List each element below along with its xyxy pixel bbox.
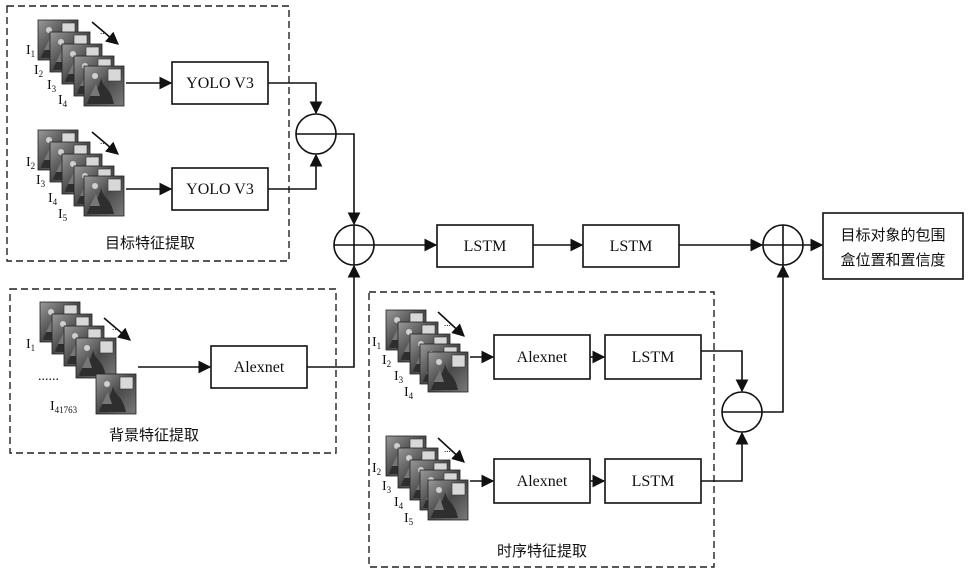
alexnet-label-temporal-top: Alexnet — [517, 349, 568, 366]
image-stack-target-bottom: I2 I3 I4 I5 ... — [26, 130, 124, 223]
svg-text:I2: I2 — [382, 353, 391, 369]
svg-text:I5: I5 — [404, 511, 414, 527]
svg-text:I3: I3 — [47, 78, 57, 94]
svg-text:...: ... — [444, 444, 451, 454]
svg-text:I5: I5 — [58, 207, 68, 223]
yolo-v3-label-bottom: YOLO V3 — [186, 181, 254, 198]
svg-text:I1: I1 — [372, 335, 381, 351]
alexnet-label-temporal-bottom: Alexnet — [517, 473, 568, 490]
svg-text:I41763: I41763 — [50, 399, 78, 415]
lstm-label-main-2: LSTM — [610, 238, 653, 255]
alexnet-label-background: Alexnet — [234, 359, 285, 376]
lstm-label-temporal-bottom: LSTM — [632, 473, 675, 490]
output-block — [823, 213, 963, 279]
output-label-line-2: 盒位置和置信度 — [840, 251, 945, 269]
background-group-caption: 背景特征提取 — [109, 426, 199, 444]
merge-operator-target — [296, 114, 336, 154]
svg-text:I1: I1 — [26, 43, 35, 59]
svg-text:...: ... — [444, 318, 451, 328]
svg-text:I1: I1 — [26, 337, 35, 353]
merge-operator-temporal — [722, 392, 762, 432]
sum-operator-main — [334, 225, 374, 265]
image-stack-background: I1 ...... I41763 ... — [26, 302, 136, 415]
sum-operator-output — [763, 225, 803, 265]
lstm-label-temporal-top: LSTM — [632, 349, 675, 366]
svg-text:I3: I3 — [382, 479, 392, 495]
svg-text:...: ... — [100, 136, 107, 146]
target-group-caption: 目标特征提取 — [105, 234, 195, 252]
output-label-line-1: 目标对象的包围 — [840, 226, 945, 244]
svg-text:I4: I4 — [48, 191, 58, 207]
stack-ellipsis: ...... — [38, 369, 59, 384]
svg-text:I4: I4 — [404, 385, 414, 401]
svg-text:I3: I3 — [36, 173, 46, 189]
image-stack-target-top: I1 I2 I3 I4 ... — [26, 20, 124, 109]
svg-text:I4: I4 — [58, 93, 68, 109]
temporal-group-caption: 时序特征提取 — [497, 542, 587, 560]
svg-text:...: ... — [100, 26, 107, 36]
yolo-v3-label-top: YOLO V3 — [186, 75, 254, 92]
image-stack-temporal-top: I1 I2 I3 I4 ... — [372, 310, 468, 401]
svg-text:I3: I3 — [394, 369, 404, 385]
svg-text:I4: I4 — [394, 495, 404, 511]
svg-text:I2: I2 — [26, 155, 35, 171]
image-stack-temporal-bottom: I2 I3 I4 I5 ... — [372, 436, 468, 527]
connectors — [126, 83, 822, 481]
svg-text:...: ... — [112, 322, 119, 332]
svg-text:I2: I2 — [372, 461, 381, 477]
lstm-label-main-1: LSTM — [464, 238, 507, 255]
svg-text:I2: I2 — [34, 63, 43, 79]
